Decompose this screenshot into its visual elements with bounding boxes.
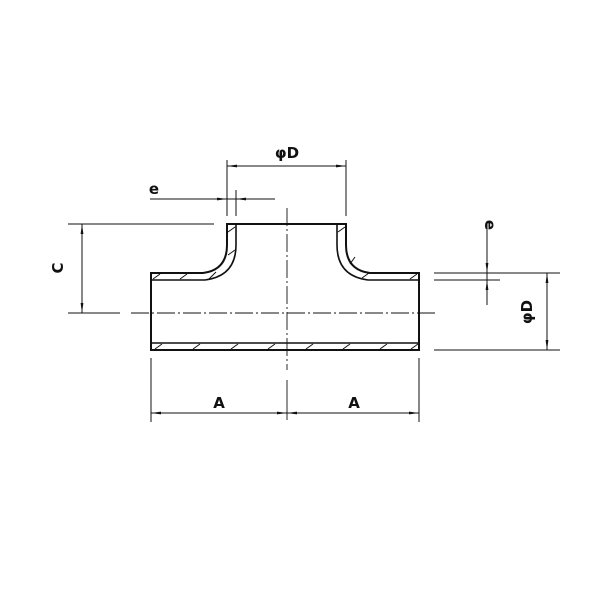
run-diameter-label: φD bbox=[518, 300, 536, 324]
wall-thickness-top-label: e bbox=[149, 180, 159, 198]
extension-lines bbox=[68, 160, 560, 422]
branch-diameter-label: φD bbox=[275, 144, 299, 162]
wall-thickness-right-label: e bbox=[481, 220, 499, 230]
dimension-lines bbox=[80, 164, 549, 415]
center-lines bbox=[68, 208, 435, 420]
dimension-a-left-label: A bbox=[213, 394, 225, 412]
tee-body bbox=[150, 223, 420, 351]
dimension-a-right-label: A bbox=[348, 394, 360, 412]
wall-hatching bbox=[152, 226, 419, 350]
center-to-end-c-label: C bbox=[49, 262, 67, 273]
